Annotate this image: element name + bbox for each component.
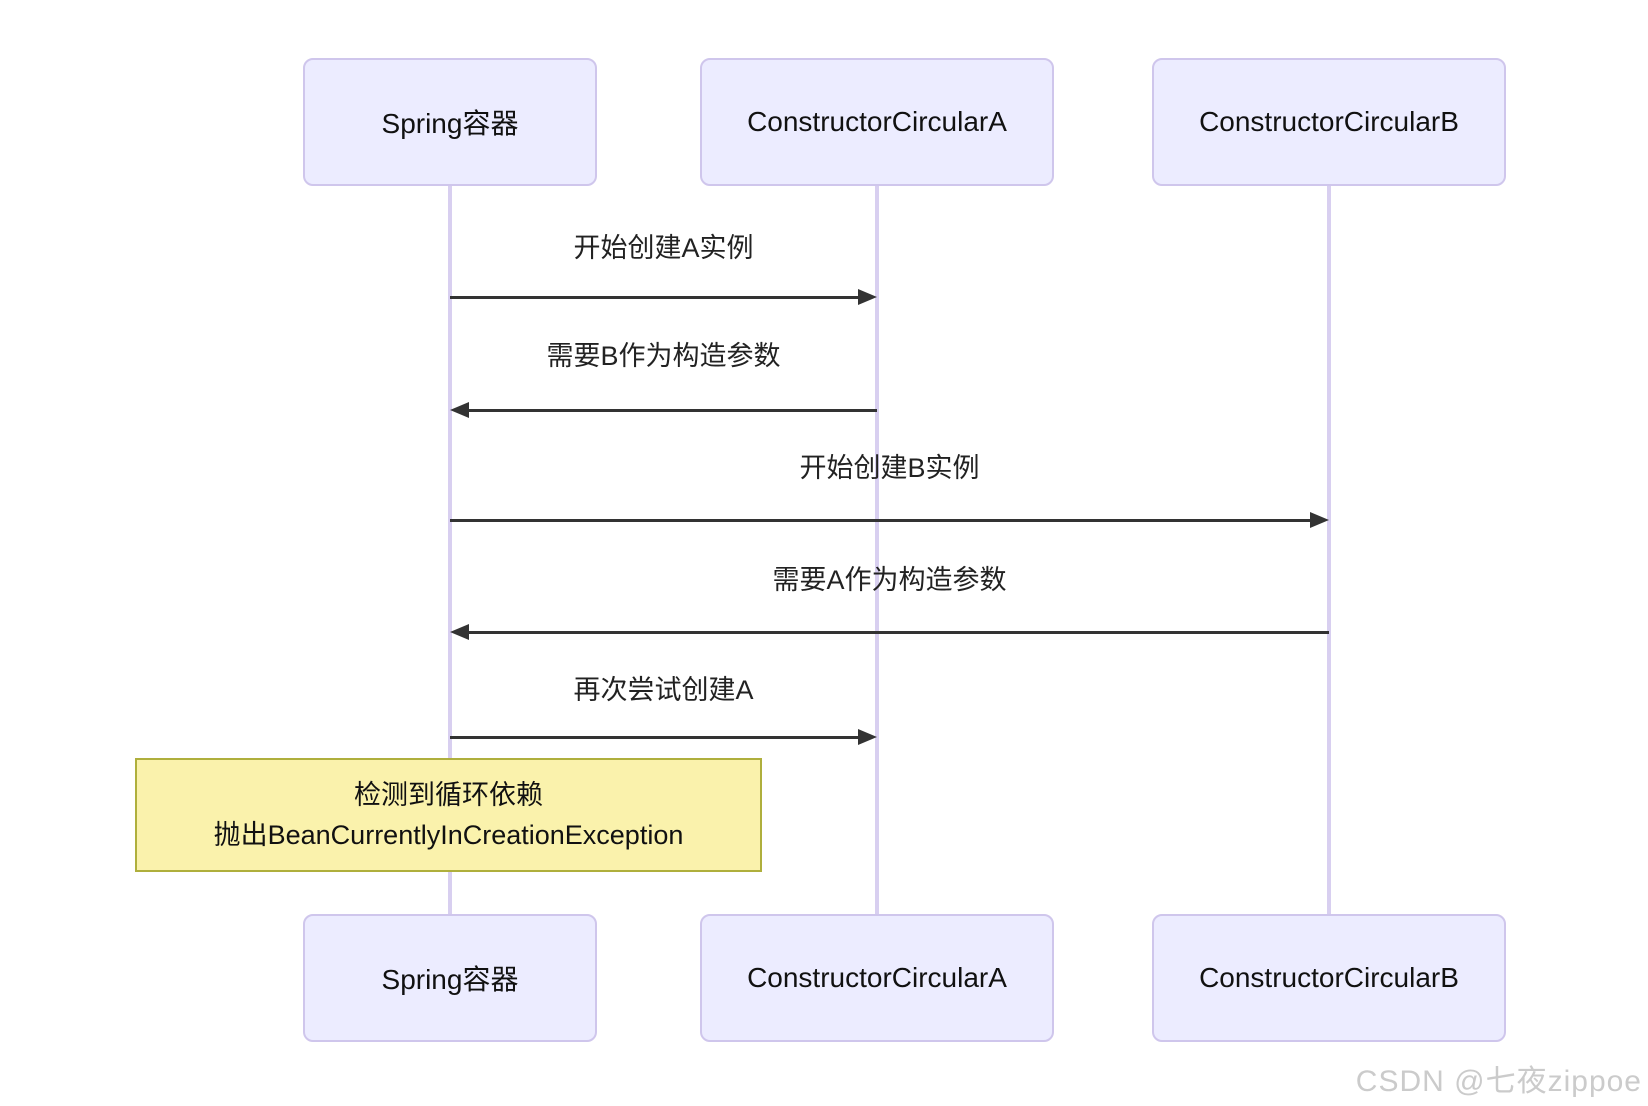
lifeline-constructor-circular-a bbox=[875, 186, 879, 914]
arrowhead-right-icon bbox=[858, 289, 877, 305]
arrowhead-right-icon bbox=[1310, 512, 1329, 528]
note-box-circular-dependency: 检测到循环依赖 抛出BeanCurrentlyInCreationExcepti… bbox=[135, 758, 762, 872]
actor-box-constructor-circular-a-bottom: ConstructorCircularA bbox=[700, 914, 1054, 1042]
message-arrow-need-b bbox=[467, 409, 877, 412]
actor-label-constructor-circular-a-bottom: ConstructorCircularA bbox=[747, 962, 1007, 993]
watermark-text: CSDN @七夜zippoe bbox=[1355, 1065, 1642, 1098]
lifeline-spring bbox=[448, 186, 452, 914]
arrowhead-left-icon bbox=[450, 624, 469, 640]
actor-box-constructor-circular-b-bottom: ConstructorCircularB bbox=[1152, 914, 1506, 1042]
message-arrow-need-a bbox=[467, 631, 1329, 634]
arrowhead-left-icon bbox=[450, 402, 469, 418]
actor-box-constructor-circular-a-top: ConstructorCircularA bbox=[700, 58, 1054, 186]
arrowhead-right-icon bbox=[858, 729, 877, 745]
actor-box-spring-top: Spring容器 bbox=[303, 58, 597, 186]
message-arrow-retry-create-a bbox=[450, 736, 860, 739]
message-arrow-create-a bbox=[450, 296, 860, 299]
actor-label-spring-bottom: Spring容器 bbox=[381, 964, 519, 995]
message-label-retry-create-a: 再次尝试创建A bbox=[573, 675, 754, 705]
message-label-need-b: 需要B作为构造参数 bbox=[546, 341, 781, 371]
message-arrow-create-b bbox=[450, 519, 1312, 522]
actor-label-spring-top: Spring容器 bbox=[381, 108, 519, 139]
note-line-exception: 抛出BeanCurrentlyInCreationException bbox=[213, 820, 684, 850]
note-line-detected: 检测到循环依赖 bbox=[354, 780, 543, 810]
actor-label-constructor-circular-a-top: ConstructorCircularA bbox=[747, 106, 1007, 137]
lifeline-constructor-circular-b bbox=[1327, 186, 1331, 914]
message-label-create-a: 开始创建A实例 bbox=[573, 233, 754, 263]
message-label-need-a: 需要A作为构造参数 bbox=[772, 565, 1007, 595]
actor-box-constructor-circular-b-top: ConstructorCircularB bbox=[1152, 58, 1506, 186]
actor-label-constructor-circular-b-bottom: ConstructorCircularB bbox=[1199, 962, 1459, 993]
actor-box-spring-bottom: Spring容器 bbox=[303, 914, 597, 1042]
message-label-create-b: 开始创建B实例 bbox=[799, 453, 980, 483]
actor-label-constructor-circular-b-top: ConstructorCircularB bbox=[1199, 106, 1459, 137]
